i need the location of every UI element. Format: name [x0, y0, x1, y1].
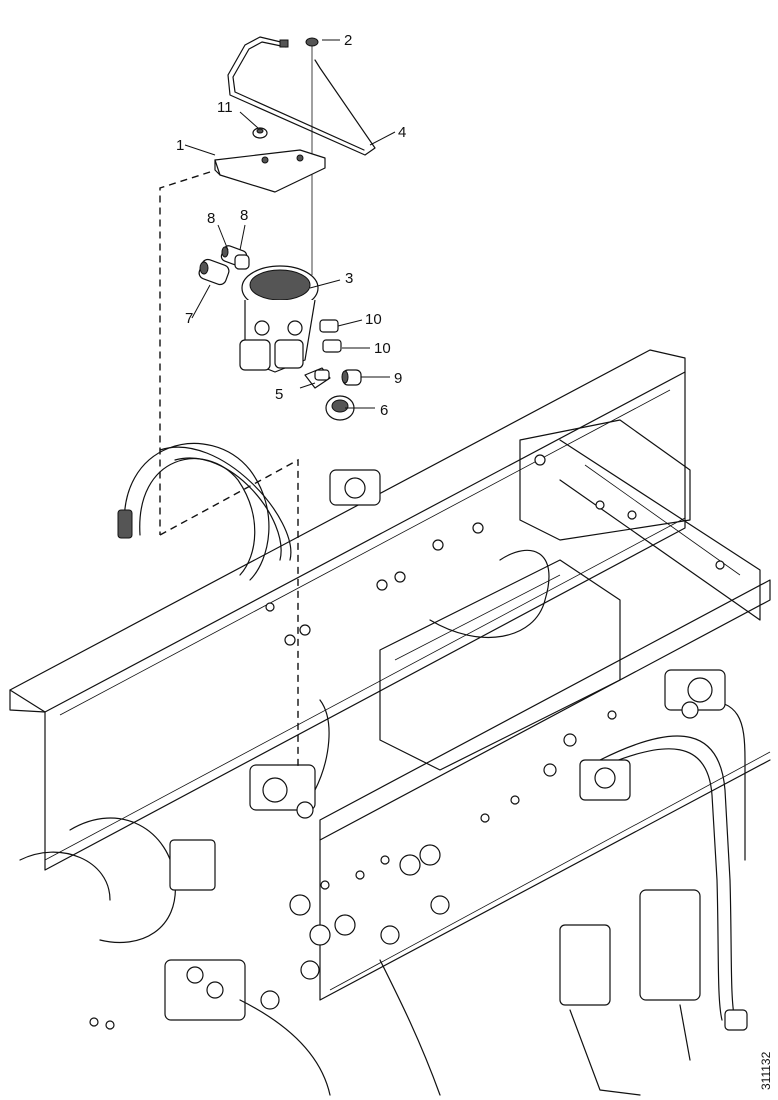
callout-5: 5 — [275, 386, 283, 403]
callout-2: 2 — [344, 32, 352, 49]
callout-10a: 10 — [365, 311, 382, 328]
callout-4: 4 — [398, 124, 406, 141]
callout-1: 1 — [176, 137, 184, 154]
assembly-guide-lines — [159, 171, 299, 770]
exploded-parts — [198, 36, 376, 421]
chassis-frame — [9, 349, 771, 1030]
callout-9: 9 — [394, 370, 402, 387]
part-10-fittings — [319, 319, 342, 353]
part-7-fitting — [198, 258, 230, 286]
callout-8a: 8 — [207, 210, 215, 227]
callout-8b: 8 — [240, 207, 248, 224]
part-8-fittings — [220, 245, 250, 270]
callout-3: 3 — [345, 270, 353, 287]
air-hoses — [117, 442, 748, 1031]
part-11-nut — [252, 127, 268, 139]
leader-lines — [184, 39, 396, 409]
part-3-valve — [239, 265, 319, 373]
part-6-cap — [325, 395, 355, 421]
callout-11: 11 — [217, 99, 233, 116]
callout-7: 7 — [185, 310, 193, 327]
drawing-reference-number: 311132 — [759, 1051, 773, 1090]
part-9-plug — [341, 369, 362, 386]
callout-6: 6 — [380, 402, 388, 419]
frame-valve-clusters — [19, 469, 726, 1096]
part-1-bracket — [214, 149, 326, 193]
callout-labels: 1 2 3 4 5 6 7 8 8 9 10 10 11 — [176, 32, 406, 419]
part-4-pipe — [227, 36, 376, 156]
callout-10b: 10 — [374, 340, 391, 357]
rail-holes — [89, 454, 725, 1030]
